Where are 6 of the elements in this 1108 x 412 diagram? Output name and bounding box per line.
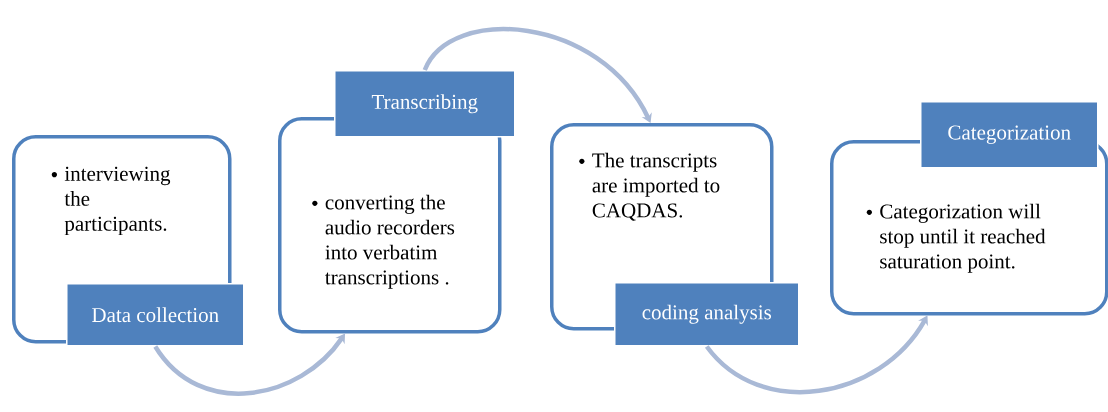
step-label: Transcribing [334, 70, 516, 138]
curved-arrow [422, 26, 652, 123]
step-label: Data collection [66, 283, 245, 347]
text-card: converting the audio recorders into verbatim transcriptions . [278, 117, 502, 334]
step-label: coding analysis [614, 282, 800, 347]
step-label: Categorization [920, 101, 1099, 169]
